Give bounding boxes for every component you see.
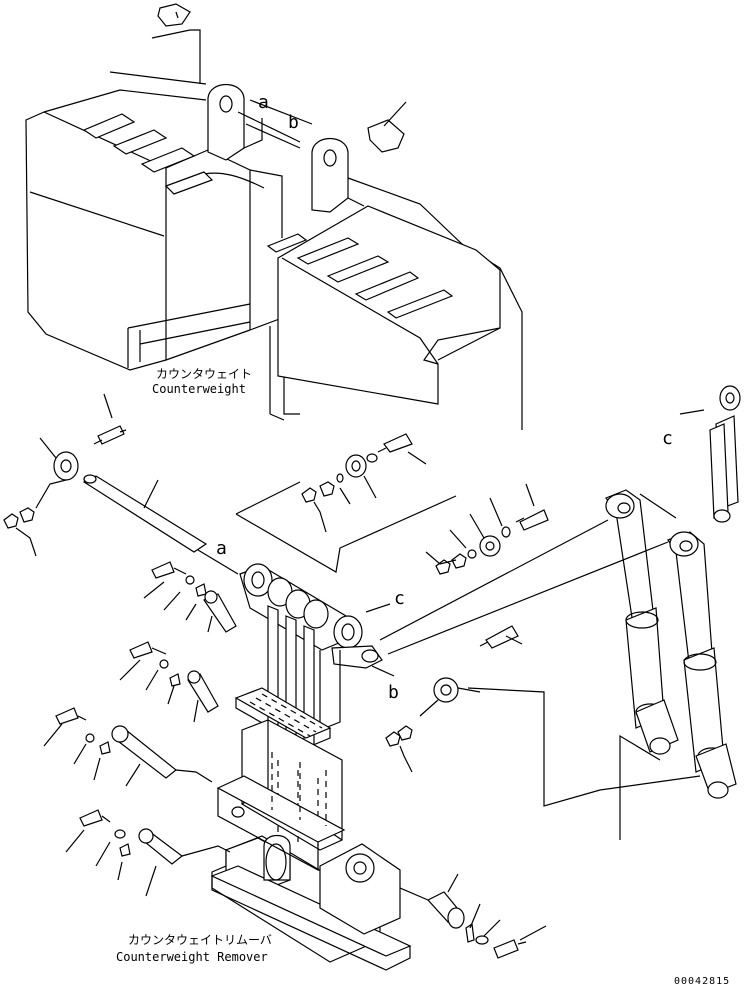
remover-label-jp: カウンタウェイトリムーバ	[128, 933, 272, 947]
counterweight-remover-assembly	[210, 563, 412, 971]
ref-letter-a-mid: a	[216, 538, 227, 559]
reference-arrows	[197, 549, 395, 677]
right-pin-set	[385, 625, 523, 773]
ref-letter-a-top: a	[258, 92, 269, 113]
remover-left-pins	[43, 561, 237, 897]
nut-washer-set	[235, 433, 549, 575]
ref-letter-b-top: b	[288, 112, 299, 133]
left-pin-set	[3, 393, 208, 557]
counterweight-label-jp: カウンタウェイト	[156, 367, 252, 381]
drawing-number: 00042815	[674, 976, 730, 987]
perforated-plate-holes	[249, 693, 323, 737]
bottom-right-pin-set	[399, 873, 547, 959]
remover-label-en: Counterweight Remover	[116, 950, 268, 964]
ref-letter-c-mid: c	[394, 588, 405, 609]
ref-letter-b-mid: b	[388, 682, 399, 703]
ref-letter-c-top: c	[662, 428, 673, 449]
counterweight-pins	[151, 3, 407, 153]
hydraulic-cylinders	[379, 385, 741, 840]
counterweight-assembly	[25, 71, 523, 430]
counterweight-label-en: Counterweight	[152, 382, 246, 396]
